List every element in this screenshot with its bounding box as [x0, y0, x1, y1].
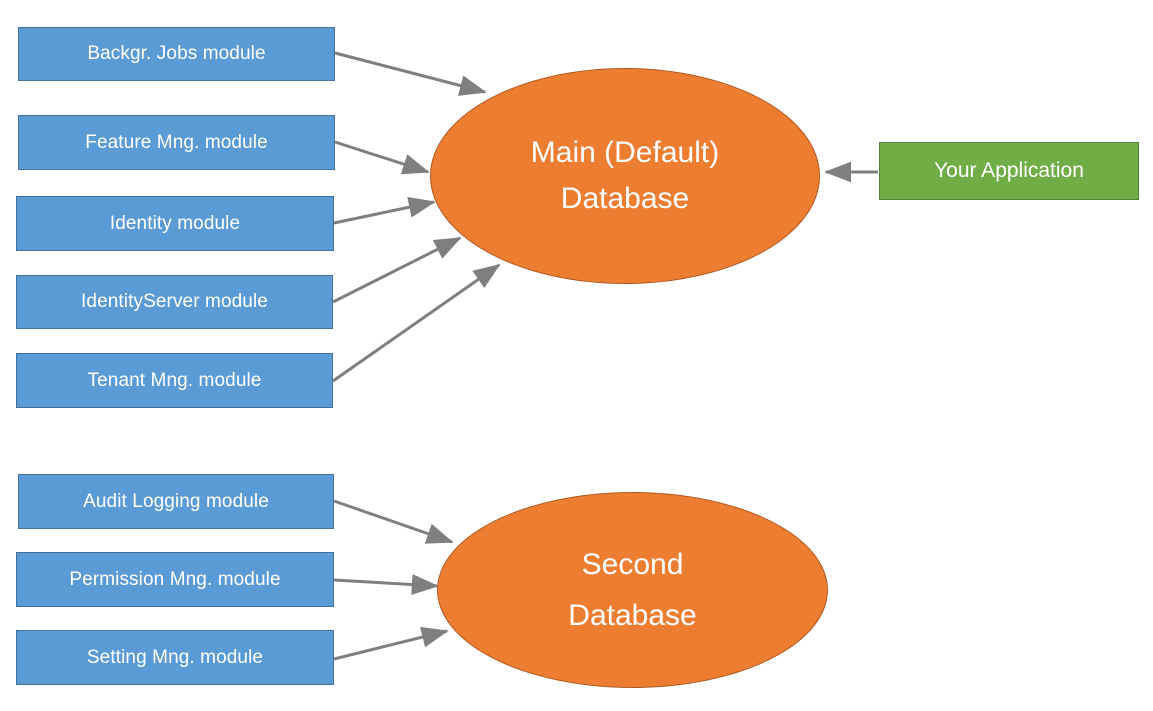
module-tenant-mng[interactable]: Tenant Mng. module: [16, 353, 333, 408]
connector-feature-mng-to-main-db: [334, 140, 430, 175]
connector-permission-mng-to-second-db: [333, 574, 439, 596]
second-database-label-line2: Database: [568, 599, 697, 632]
connector-identityserver-to-main-db: [332, 236, 462, 304]
connector-identity-to-main-db: [333, 196, 436, 225]
connector-audit-logging-to-second-db: [333, 499, 454, 544]
connector-setting-mng-to-second-db: [333, 626, 449, 661]
connector-backgr-jobs-to-main-db: [334, 51, 487, 96]
main-database-label-line1: Main (Default): [530, 135, 720, 169]
connector-tenant-mng-to-main-db: [332, 263, 501, 383]
module-identityserver[interactable]: IdentityServer module: [16, 275, 333, 329]
module-audit-logging[interactable]: Audit Logging module: [18, 474, 334, 529]
second-database-label-line1: Second: [581, 548, 684, 581]
your-application-node[interactable]: Your Application: [879, 142, 1139, 200]
module-permission-mng[interactable]: Permission Mng. module: [16, 552, 334, 607]
module-identity[interactable]: Identity module: [16, 196, 334, 251]
main-database-node[interactable]: Main (Default) Database: [430, 68, 820, 284]
module-setting-mng[interactable]: Setting Mng. module: [16, 630, 334, 685]
module-backgr-jobs[interactable]: Backgr. Jobs module: [18, 27, 335, 81]
module-feature-mng[interactable]: Feature Mng. module: [18, 115, 335, 170]
main-database-label-line2: Database: [560, 182, 690, 215]
second-database-node[interactable]: Second Database: [437, 492, 828, 688]
